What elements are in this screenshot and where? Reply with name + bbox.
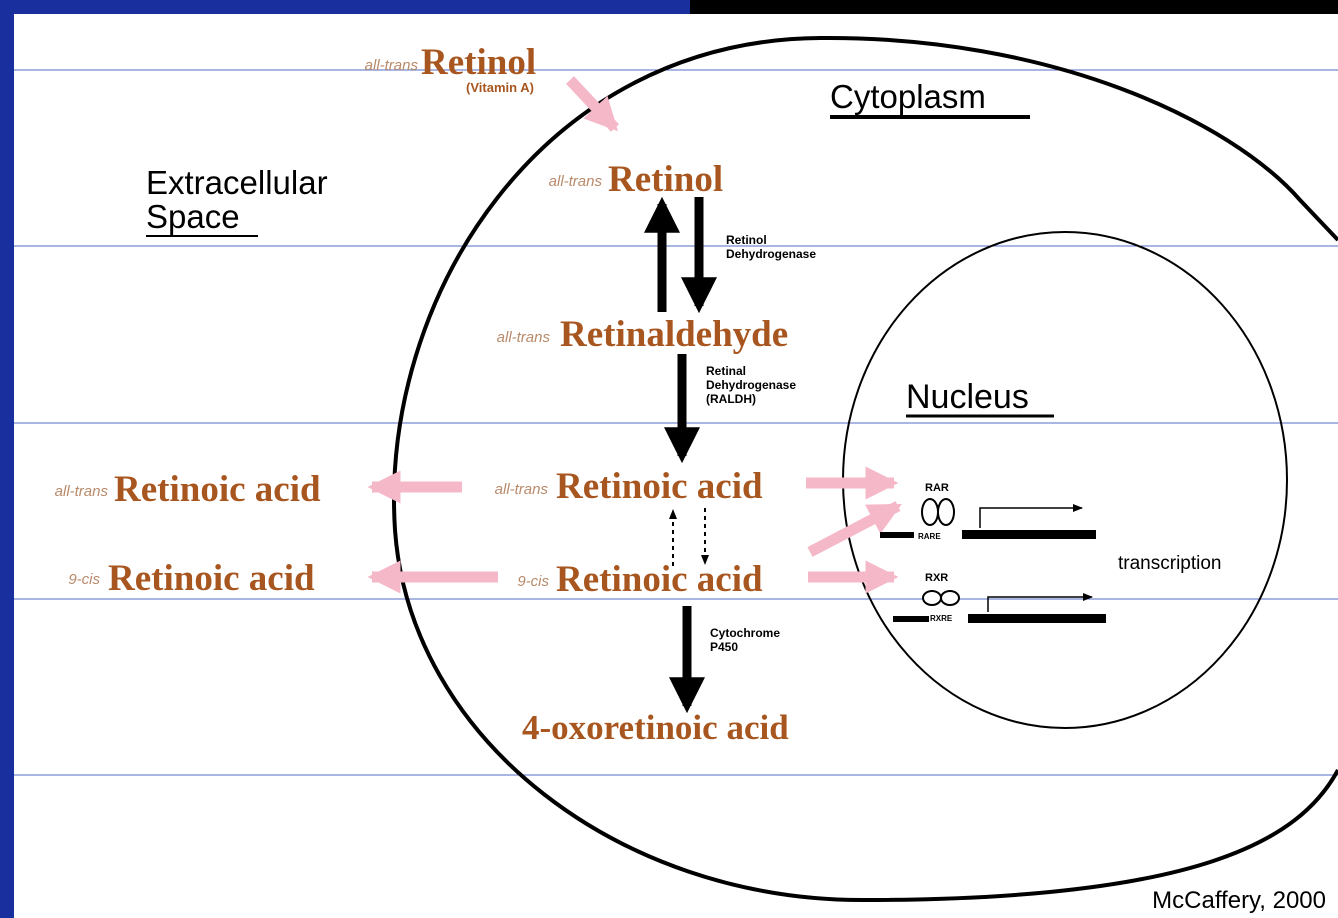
cyp450-label-2: P450 — [710, 640, 738, 654]
frame-left-bar — [0, 0, 14, 918]
rar-dna-left — [880, 532, 914, 538]
ra-9cis-inside-name: Retinoic acid — [556, 559, 763, 600]
cyp450-label-1: Cytochrome — [710, 626, 780, 640]
rxr-dna-left — [893, 616, 929, 622]
frame-top-bar — [0, 0, 690, 14]
ra-all-trans-inside-prefix: all-trans — [495, 481, 549, 498]
rar-element-label: RARE — [918, 532, 941, 541]
rxr-receptor-shape-b — [940, 590, 960, 606]
nucleus-label: Nucleus — [906, 378, 1029, 416]
ra-all-trans-outside-prefix: all-trans — [55, 483, 109, 500]
diagram-panel — [14, 14, 1338, 918]
ra-all-trans-inside-name: Retinoic acid — [556, 466, 763, 507]
ra-9cis-outside-prefix: 9-cis — [68, 571, 100, 588]
rxr-receptor-shape-a — [922, 590, 942, 606]
rxr-dna-right — [968, 614, 1106, 623]
raldh-label-3: (RALDH) — [706, 392, 756, 406]
rar-gene: RAR RARE — [880, 482, 1096, 541]
rxr-receptor-label: RXR — [925, 572, 948, 584]
rar-receptor-shape-a — [921, 498, 939, 526]
retinol-outside-name: Retinol — [421, 42, 536, 83]
ra-all-trans-outside-name: Retinoic acid — [114, 469, 321, 510]
arrow-ra-9cis-to-rar — [807, 501, 902, 557]
retinol-dh-label-2: Dehydrogenase — [726, 247, 816, 261]
space-label: Space — [146, 198, 240, 235]
ra-9cis-outside-name: Retinoic acid — [108, 558, 315, 599]
raldh-label-2: Dehydrogenase — [706, 378, 796, 392]
citation: McCaffery, 2000 — [1152, 887, 1326, 914]
rar-receptor-shape-b — [937, 498, 955, 526]
cell-membrane-lower — [861, 769, 1338, 902]
retinaldehyde-prefix: all-trans — [497, 329, 551, 346]
rar-transcription-arrow — [979, 504, 1083, 528]
rar-receptor-label: RAR — [925, 482, 949, 494]
retinol-dh-label-1: Retinol — [726, 233, 767, 247]
cytoplasm-label: Cytoplasm — [830, 78, 986, 115]
rxr-transcription-arrow — [987, 593, 1093, 612]
raldh-label-1: Retinal — [706, 364, 746, 378]
vitamin-a-note: (Vitamin A) — [466, 80, 534, 95]
retinol-inside-prefix: all-trans — [549, 173, 603, 190]
arrow-retinol-uptake — [565, 76, 620, 132]
ra-9cis-inside-prefix: 9-cis — [517, 573, 549, 590]
extracellular-label: Extracellular — [146, 164, 328, 201]
retinol-outside-prefix: all-trans — [365, 57, 419, 74]
guide-lines — [14, 69, 1338, 776]
oxoretinoic-acid-name: 4-oxoretinoic acid — [522, 708, 789, 747]
retinaldehyde-name: Retinaldehyde — [560, 314, 788, 355]
retinol-inside-name: Retinol — [608, 159, 723, 200]
rxr-gene: RXR RXRE — [893, 572, 1106, 623]
rar-dna-right — [962, 530, 1096, 539]
cell-membrane — [392, 35, 1338, 902]
rxr-element-label: RXRE — [930, 614, 953, 623]
transcription-label: transcription — [1118, 553, 1222, 574]
